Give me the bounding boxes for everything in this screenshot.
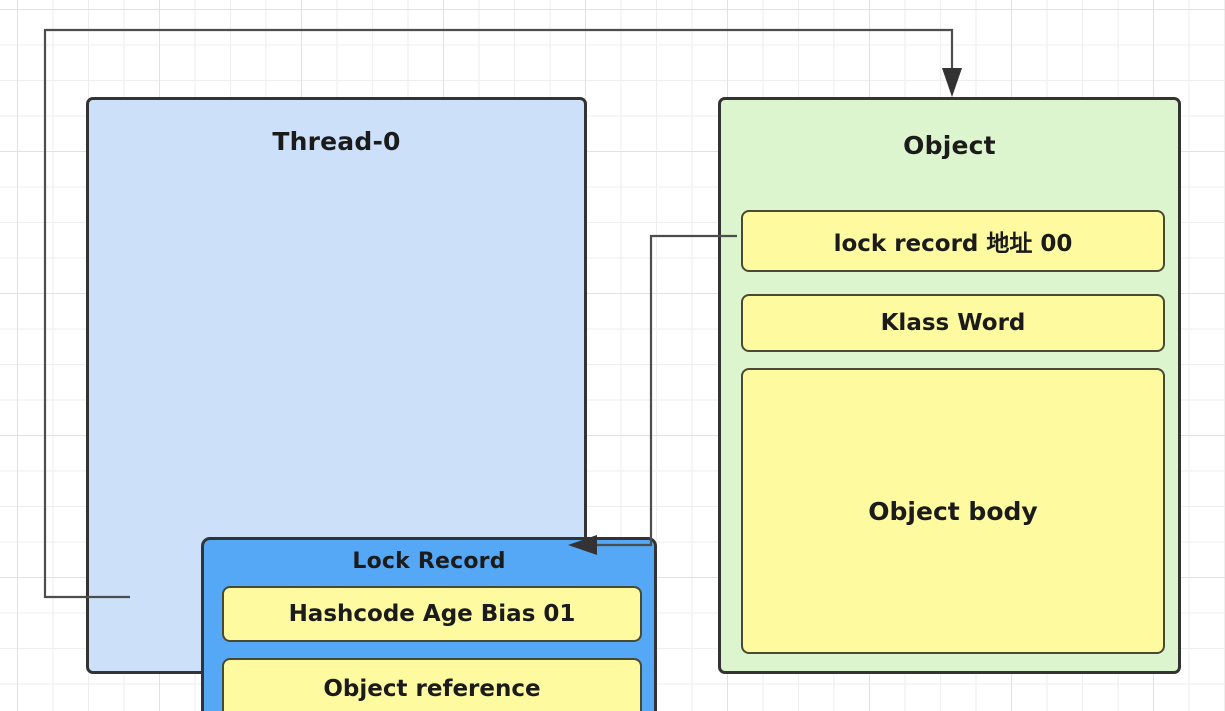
thread-node[interactable]: Thread-0 Lock Record Hashcode Age Bias 0… (86, 97, 657, 711)
lock-record-row-object-reference[interactable]: Object reference (222, 658, 642, 711)
edge-mark-word-to-lock-record (568, 234, 737, 555)
object-node[interactable]: Object lock record 地址 00 Klass Word Obje… (718, 97, 1181, 674)
lock-record-title: Lock Record (352, 549, 506, 574)
object-row-mark-word[interactable]: lock record 地址 00 (741, 210, 1165, 272)
edge-mark-word-line (586, 234, 737, 547)
arrow-down-icon (942, 68, 962, 97)
object-row-object-body[interactable]: Object body (741, 368, 1165, 654)
lock-record-node[interactable]: Lock Record Hashcode Age Bias 01 Object … (201, 537, 657, 711)
lock-record-row-hashcode[interactable]: Hashcode Age Bias 01 (222, 586, 642, 642)
thread-title: Thread-0 (272, 127, 401, 156)
object-title: Object (903, 131, 996, 160)
object-row-klass-word[interactable]: Klass Word (741, 294, 1165, 352)
